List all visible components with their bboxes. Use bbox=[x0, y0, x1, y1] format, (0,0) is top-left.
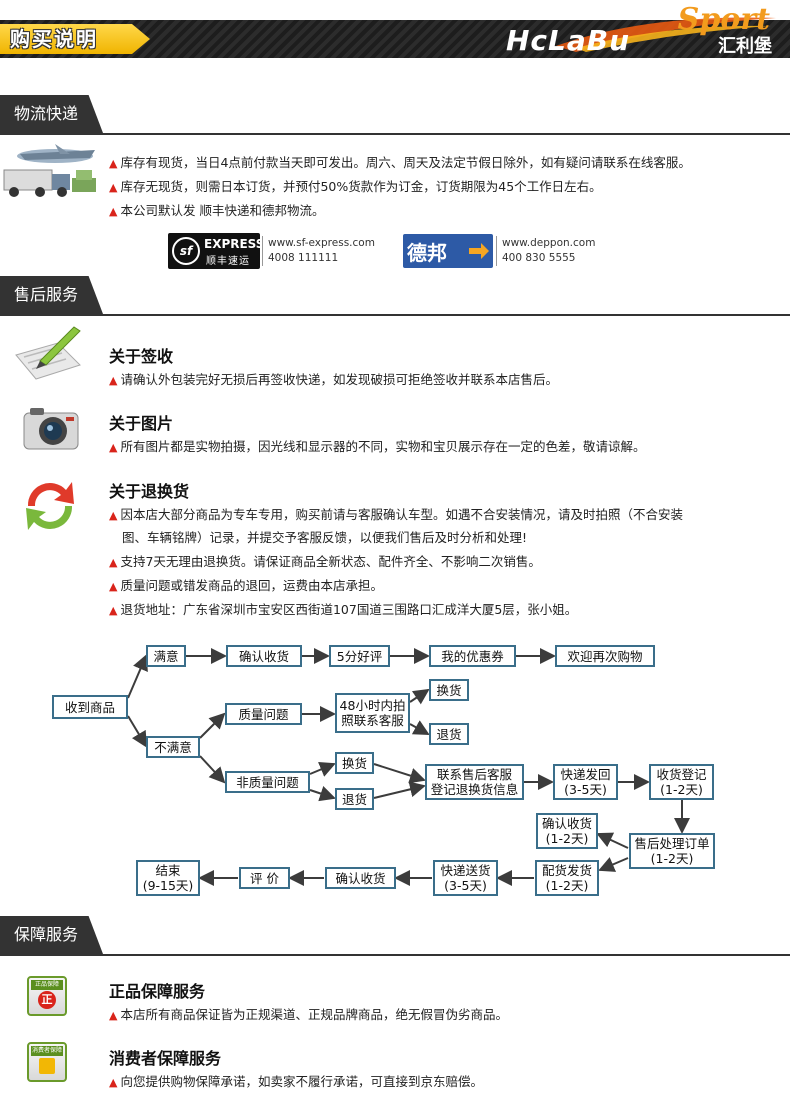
flow-confirm-receipt-2: 确认收货 (1-2天) bbox=[536, 813, 598, 849]
return-line-1: ▲因本店大部分商品为专车专用，购买前请与客服确认车型。如遇不合安装情况，请及时拍… bbox=[109, 507, 683, 522]
section-logistics-header: 物流快递 bbox=[0, 95, 790, 135]
flow-non-quality-issue: 非质量问题 bbox=[225, 771, 310, 793]
flow-exchange-2: 换货 bbox=[335, 752, 374, 774]
flow-review: 评 价 bbox=[239, 867, 290, 889]
deppon-logo: 德邦 bbox=[403, 234, 493, 268]
sf-express-logo: sf EXPRESS 顺丰速运 bbox=[168, 233, 264, 269]
flow-five-star-review: 5分好评 bbox=[329, 645, 390, 667]
flow-coupon: 我的优惠券 bbox=[429, 645, 516, 667]
brand-logo: Sport HcLaBu 汇利堡 bbox=[506, 2, 776, 60]
section-guarantee-header: 保障服务 bbox=[0, 916, 790, 956]
consumer-mark bbox=[39, 1058, 55, 1074]
brand-swoosh-icon bbox=[556, 17, 776, 52]
sf-url: www.sf-express.com bbox=[268, 237, 375, 249]
section-title: 售后服务 bbox=[0, 276, 103, 314]
flow-ship-goods: 配货发货 (1-2天) bbox=[535, 860, 599, 896]
flow-exchange-1: 换货 bbox=[429, 679, 469, 701]
genuine-title: 正品保障服务 bbox=[109, 982, 206, 1001]
sign-line-1: ▲请确认外包装完好无损后再签收快递，如发现破损可拒绝签收并联系本店售后。 bbox=[109, 372, 558, 387]
flow-return-1: 退货 bbox=[429, 723, 469, 745]
return-title: 关于退换货 bbox=[109, 482, 190, 501]
flow-process-order: 售后处理订单 (1-2天) bbox=[629, 833, 715, 869]
section-title: 保障服务 bbox=[0, 916, 103, 954]
logistics-truck-plane-icon bbox=[3, 144, 96, 197]
return-line-4: ▲质量问题或错发商品的退回，运费由本店承担。 bbox=[109, 578, 383, 593]
brand-sport-text: Sport bbox=[677, 2, 770, 37]
return-line-5: ▲退货地址：广东省深圳市宝安区西街道107国道三围路口汇成洋大厦5层，张小姐。 bbox=[109, 602, 578, 617]
flow-welcome-back: 欢迎再次购物 bbox=[555, 645, 655, 667]
flow-quality-issue: 质量问题 bbox=[225, 703, 302, 725]
flow-express-send: 快递送货 (3-5天) bbox=[433, 860, 498, 896]
deppon-url: www.deppon.com bbox=[502, 237, 596, 249]
return-line-3: ▲支持7天无理由退换货。请保证商品全新状态、配件齐全、不影响二次销售。 bbox=[109, 554, 541, 569]
divider bbox=[0, 954, 790, 956]
signature-pen-icon bbox=[15, 326, 81, 380]
flow-confirm-receipt: 确认收货 bbox=[226, 645, 302, 667]
logistics-line-2: ▲库存无现货，则需日本订货，并预付50%货款作为订金，订货期限为45个工作日左右… bbox=[109, 179, 602, 194]
flow-contact-service: 联系售后客服 登记退换货信息 bbox=[425, 764, 524, 800]
logistics-line-1: ▲库存有现货，当日4点前付款当天即可发出。周六、周天及法定节假日除外，如有疑问请… bbox=[109, 155, 691, 170]
return-line-2: 图、车辆铭牌）记录，并提交予客服反馈，以便我们售后及时分析和处理! bbox=[122, 530, 528, 545]
divider bbox=[0, 314, 790, 316]
page-title: 购买说明 bbox=[0, 24, 150, 54]
genuine-mark: 正 bbox=[38, 991, 56, 1009]
consumer-line-1: ▲向您提供购物保障承诺，如卖家不履行承诺，可直接到京东赔偿。 bbox=[109, 1074, 483, 1089]
brand-name: HcLaBu bbox=[506, 24, 631, 57]
flow-receive-goods: 收到商品 bbox=[52, 695, 128, 719]
consumer-guarantee-badge-icon: 消费者保障 bbox=[27, 1042, 67, 1082]
camera-icon bbox=[23, 408, 79, 450]
sf-express-info: www.sf-express.com 4008 111111 bbox=[262, 236, 375, 266]
flow-return-2: 退货 bbox=[335, 788, 374, 810]
flow-express-back: 快递发回 (3-5天) bbox=[553, 764, 618, 800]
genuine-guarantee-badge-icon: 正品保障 正 bbox=[27, 976, 67, 1016]
section-title: 物流快递 bbox=[0, 95, 103, 133]
logistics-line-3: ▲本公司默认发 顺丰快递和德邦物流。 bbox=[109, 203, 325, 218]
exchange-arrows-icon bbox=[26, 482, 75, 530]
photo-line-1: ▲所有图片都是实物拍摄，因光线和显示器的不同，实物和宝贝展示存在一定的色差，敬请… bbox=[109, 439, 646, 454]
consumer-title: 消费者保障服务 bbox=[109, 1049, 222, 1068]
flow-satisfied: 满意 bbox=[146, 645, 186, 667]
deppon-info: www.deppon.com 400 830 5555 bbox=[496, 236, 595, 266]
deppon-arrow-icon bbox=[469, 243, 489, 259]
flow-register: 收货登记 (1-2天) bbox=[649, 764, 714, 800]
flow-unsatisfied: 不满意 bbox=[146, 736, 200, 758]
photo-title: 关于图片 bbox=[109, 414, 174, 433]
section-aftersales-header: 售后服务 bbox=[0, 276, 790, 316]
flow-end: 结束 (9-15天) bbox=[136, 860, 200, 896]
flow-confirm-receipt-3: 确认收货 bbox=[325, 867, 396, 889]
divider bbox=[0, 133, 790, 135]
sf-phone: 4008 111111 bbox=[268, 252, 339, 264]
sign-title: 关于签收 bbox=[109, 347, 174, 366]
flow-photo-48h: 48小时内拍 照联系客服 bbox=[335, 693, 410, 733]
deppon-phone: 400 830 5555 bbox=[502, 252, 576, 264]
brand-name-cn: 汇利堡 bbox=[718, 36, 772, 57]
genuine-line-1: ▲本店所有商品保证皆为正规渠道、正规品牌商品，绝无假冒伪劣商品。 bbox=[109, 1007, 508, 1022]
